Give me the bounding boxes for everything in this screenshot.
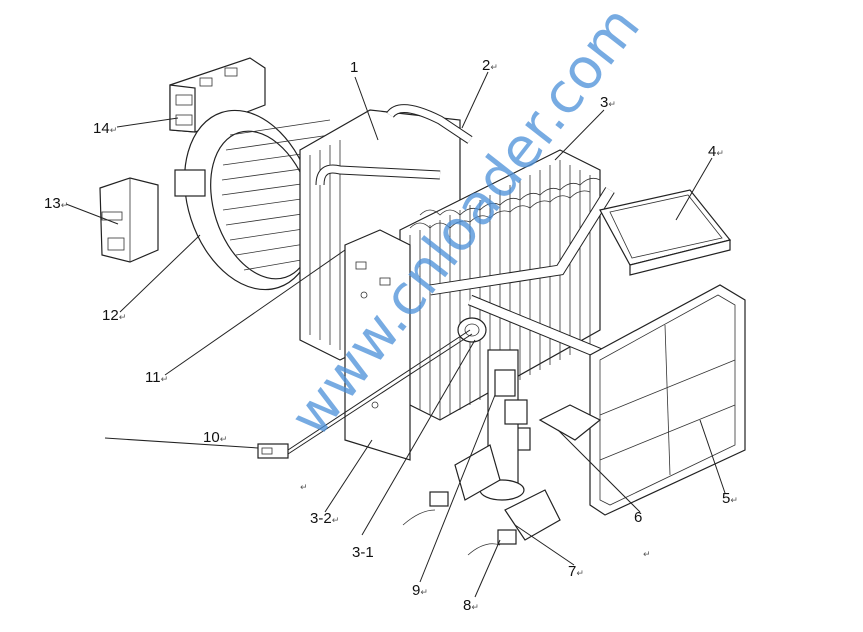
callout-5: 5↵: [722, 490, 738, 507]
callout-3: 3↵: [600, 94, 616, 111]
part-10-connector: [257, 329, 473, 459]
callout-3-1: 3-1: [352, 544, 374, 561]
callout-4: 4↵: [708, 143, 724, 160]
return-mark: ↵: [61, 201, 69, 211]
callout-11: 11↵: [145, 369, 168, 386]
return-mark: ↵: [576, 569, 584, 579]
callout-1: 1: [350, 59, 358, 76]
callout-10: 10↵: [203, 429, 227, 446]
callout-7: 7↵: [568, 563, 584, 580]
part-12-blower: [174, 109, 331, 291]
part-valve-assembly: [402, 349, 561, 556]
return-mark: ↵: [471, 603, 479, 613]
return-mark: ↵: [420, 588, 428, 598]
return-mark: ↵: [608, 100, 616, 110]
callout-labels: 1 2↵ 3↵ 4↵ 5↵ 6 ↵ 7↵ 8↵ 9↵ 10↵ 11↵ 12↵ 1…: [44, 57, 738, 614]
part-4-drain-tray: [599, 189, 732, 276]
return-mark: ↵: [730, 496, 738, 506]
return-mark: ↵: [300, 483, 308, 493]
return-mark: ↵: [110, 126, 118, 136]
callout-2: 2↵: [482, 57, 498, 74]
part-13-relay: [99, 177, 159, 263]
callout-6: 6: [634, 509, 642, 526]
return-mark: ↵: [332, 516, 340, 526]
return-mark: ↵: [220, 435, 228, 445]
part-5-filter: [589, 284, 746, 516]
callout-12: 12↵: [102, 307, 126, 324]
return-mark: ↵: [716, 149, 724, 159]
return-mark: ↵: [119, 313, 127, 323]
callout-8: 8↵: [463, 597, 479, 614]
return-mark: ↵: [490, 63, 498, 73]
part-3-2-side-plate: [344, 229, 411, 461]
callout-3-2: 3-2↵: [310, 510, 339, 527]
return-mark: ↵: [643, 550, 651, 560]
callout-14: 14↵: [93, 120, 117, 137]
callout-9: 9↵: [412, 582, 428, 599]
callout-13: 13↵: [44, 195, 68, 212]
return-mark: ↵: [161, 375, 169, 385]
leader-lines: [65, 71, 726, 598]
